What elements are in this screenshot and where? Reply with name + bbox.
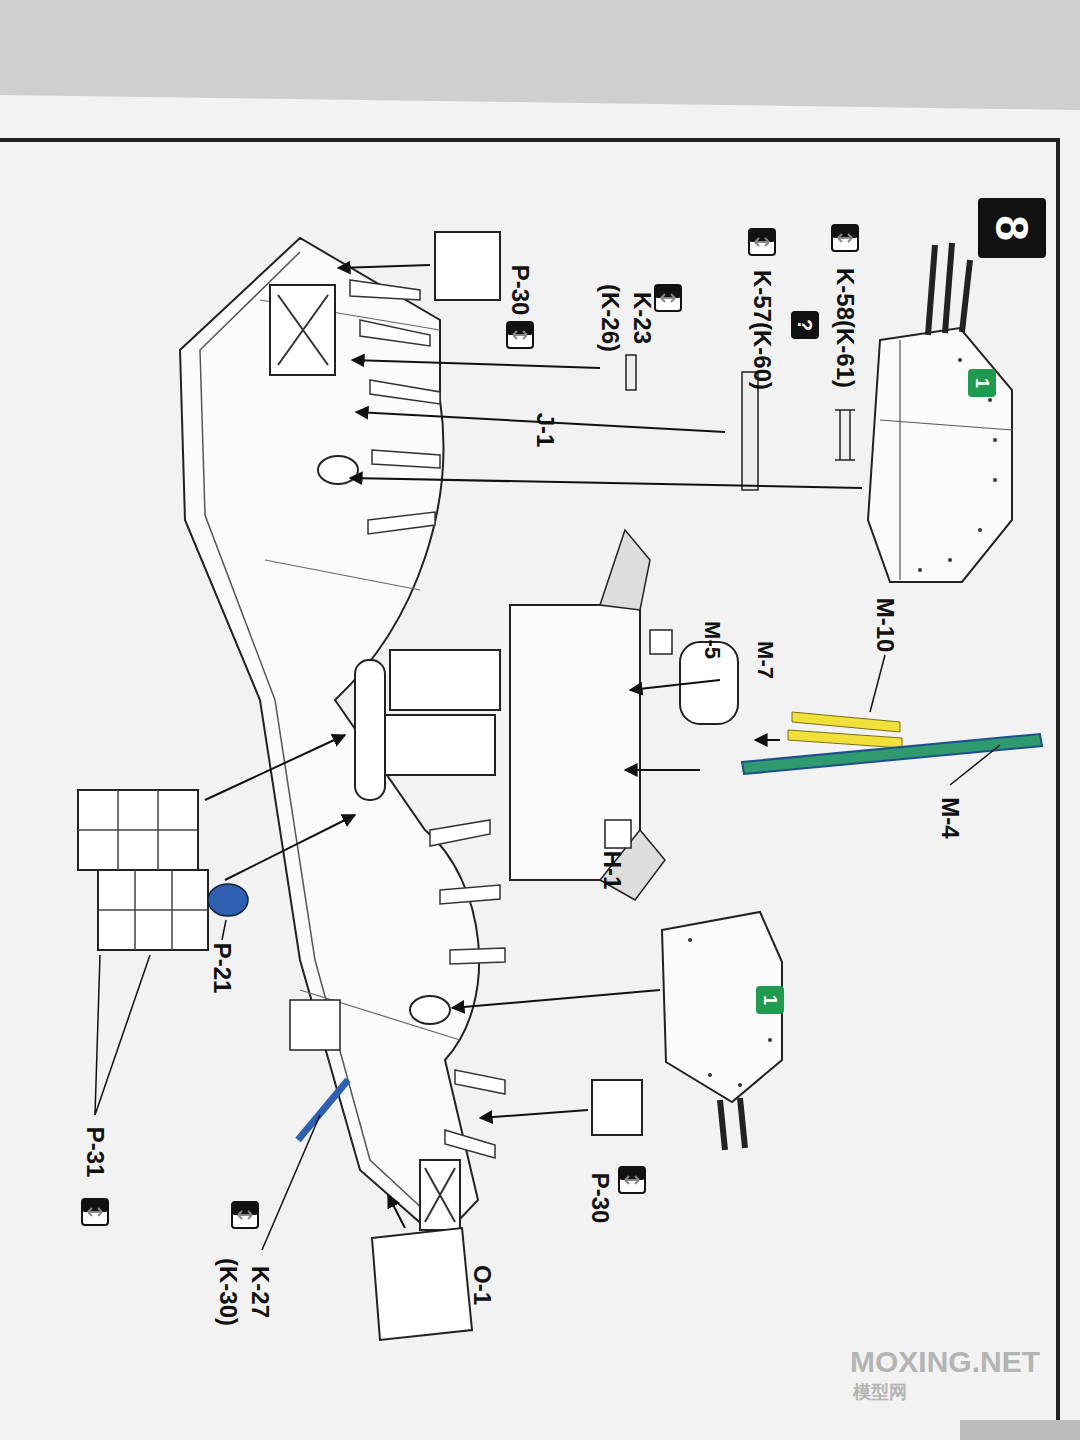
part-number: K-23 [630,292,654,344]
part-number: M-10 [873,598,897,653]
part-number: K-57(K-60) [750,270,774,390]
option-symbol: ? [791,311,819,339]
part-number: P-21 [210,943,234,994]
watermark: 模型网 [853,1383,907,1401]
part-number: M-7 [754,641,776,679]
part-number: H-1 [600,851,624,890]
step-number: 8 [978,198,1046,258]
part-number: P-30 [508,265,532,316]
node-text: 8 [985,215,1039,241]
part-number: (K-26) [598,284,622,352]
part-number: P-31 [83,1127,107,1178]
callout-number: 1 [756,986,784,1014]
part-number: K-58(K-61) [833,268,857,388]
part-number: P-30 [588,1173,612,1224]
part-number: K-27 [248,1266,272,1318]
watermark: MOXING.NET [850,1347,1040,1377]
part-number: J-1 [533,413,557,448]
node-text: 1 [972,378,993,388]
node-text: 1 [760,995,781,1005]
part-number: (K-30) [216,1258,240,1326]
part-number: O-1 [470,1265,494,1305]
part-number: M-4 [938,797,962,838]
part-number: M-5 [701,621,723,659]
callout-number: 1 [968,369,996,397]
node-text: ? [794,319,817,331]
